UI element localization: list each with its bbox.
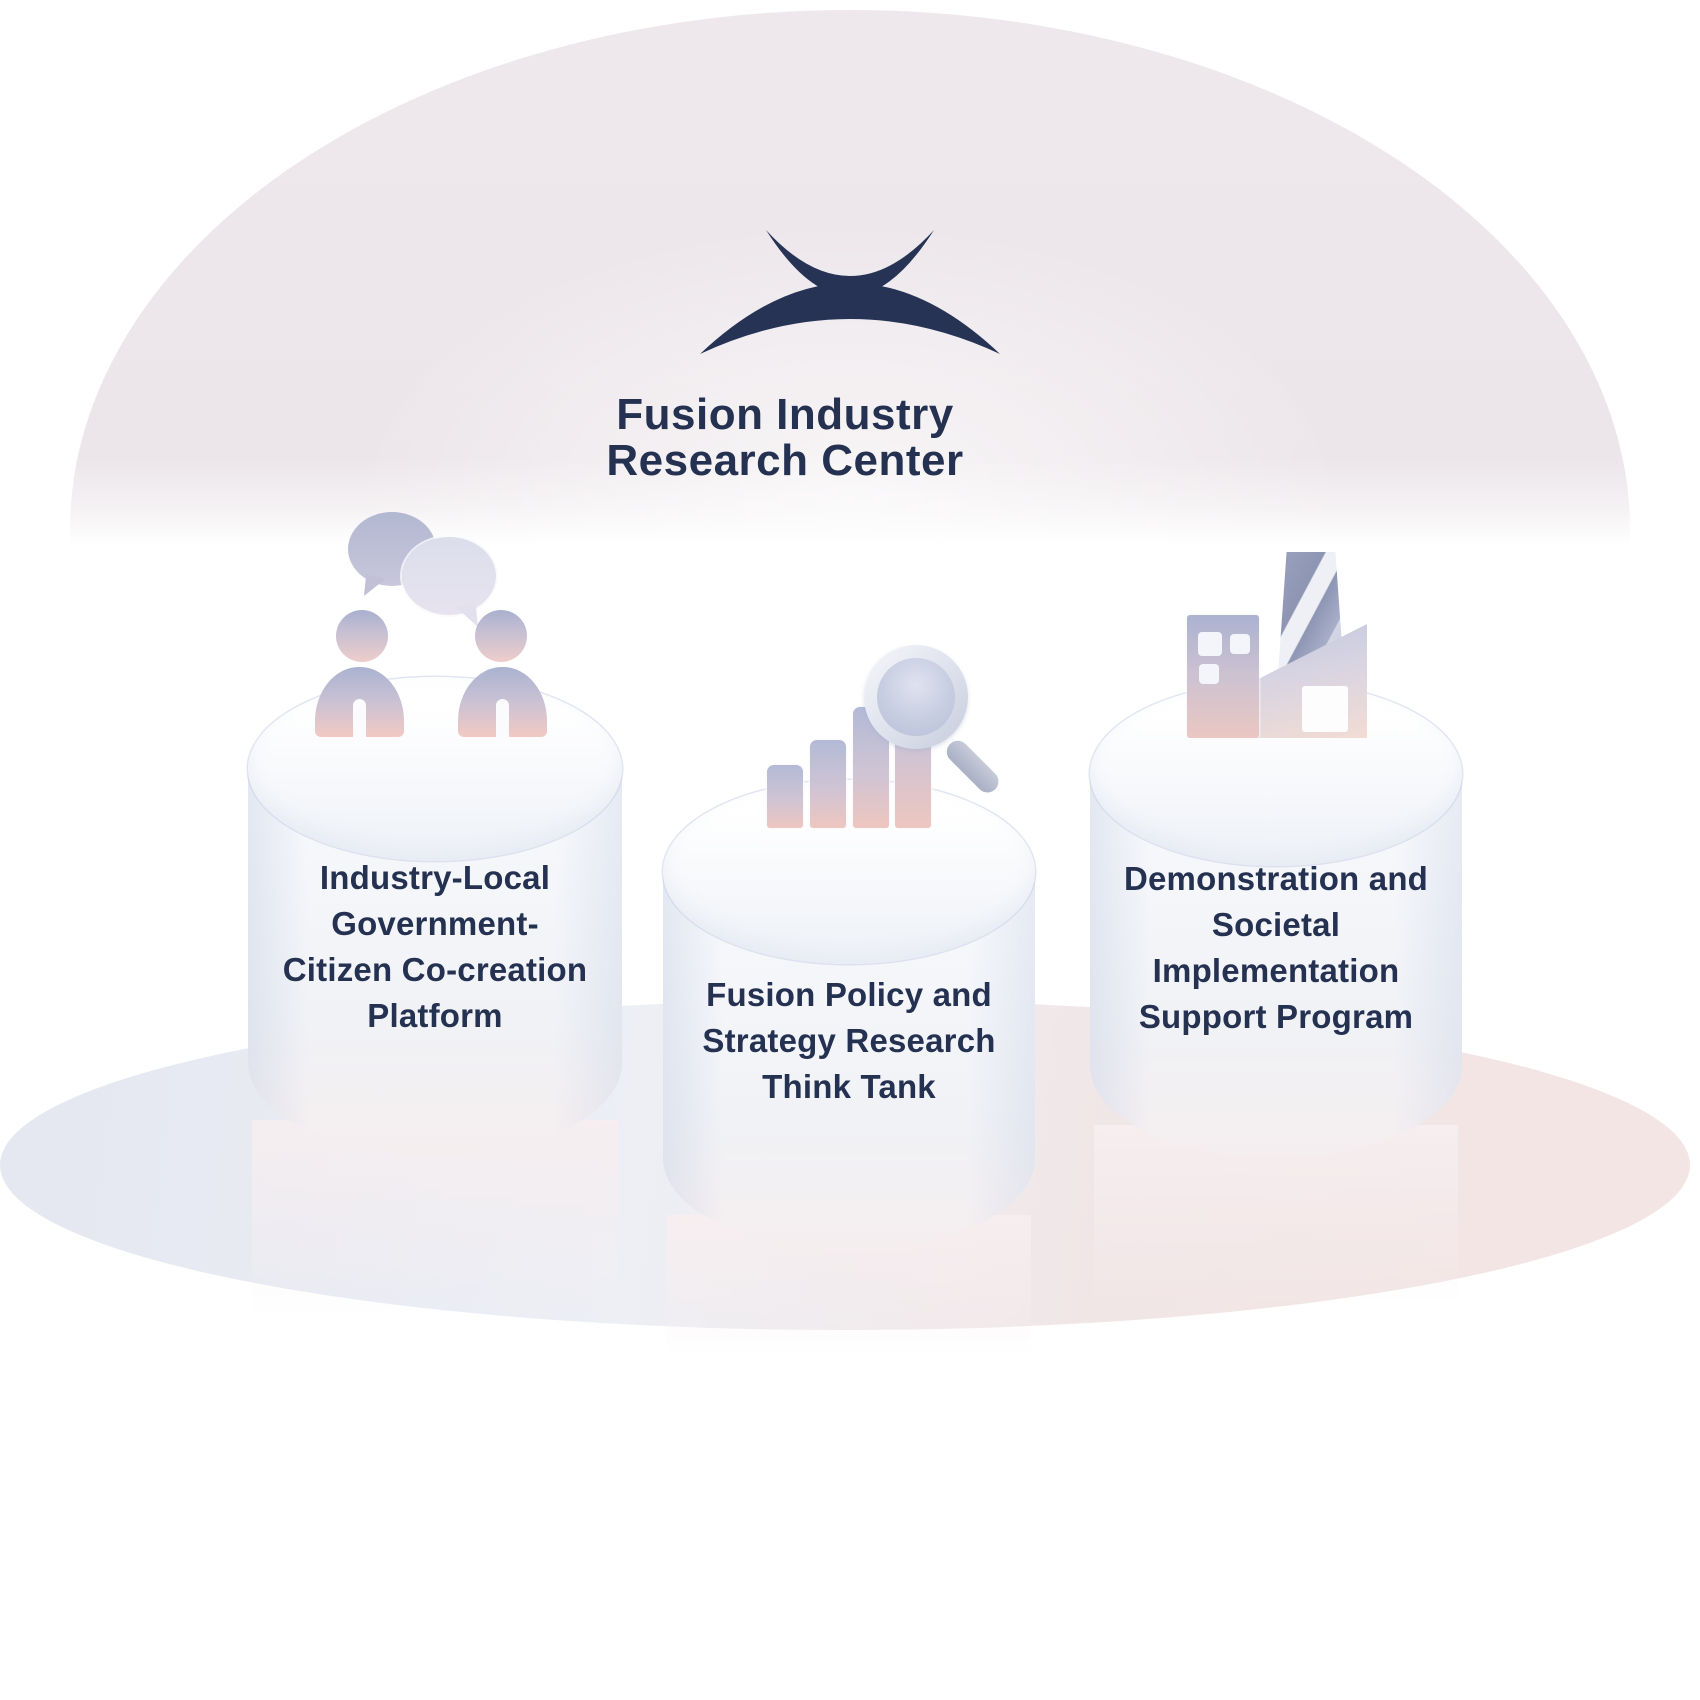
pillar-implementation-support	[1090, 682, 1462, 1158]
pillar-label-co-creation: Industry-Local Government- Citizen Co-cr…	[282, 859, 588, 1034]
person-head-icon	[475, 610, 527, 662]
bubble-tail	[364, 574, 386, 596]
person-head-icon	[336, 610, 388, 662]
building-window	[1230, 634, 1250, 654]
pillar-label-think-tank: Fusion Policy and Strategy Research Thin…	[702, 976, 996, 1105]
cylinder-cap	[663, 780, 1035, 964]
pillar-co-creation-platform	[248, 677, 622, 1155]
magnifier-lens	[877, 658, 955, 736]
bubble-tail	[454, 603, 478, 627]
factory-building-icon	[1187, 615, 1259, 738]
cylinder-cap	[248, 677, 622, 861]
building-window	[1199, 664, 1219, 684]
chart-bar	[767, 765, 803, 828]
speech-bubble-icon	[402, 537, 496, 627]
building-window	[1198, 632, 1222, 656]
person-body-slit	[353, 699, 366, 737]
factory-window	[1302, 686, 1348, 732]
person-body-slit	[496, 699, 509, 737]
center-title: Fusion Industry Research Center	[606, 390, 964, 485]
dome-glow	[350, 220, 1350, 545]
pillar-policy-think-tank	[663, 780, 1035, 1250]
fusion-arcs-logo-icon	[700, 230, 1000, 354]
magnifier-icon	[864, 645, 968, 749]
chart-bar	[810, 740, 846, 828]
dome-background	[70, 10, 1630, 545]
pillar-label-implementation: Demonstration and Societal Implementatio…	[1123, 860, 1429, 1035]
